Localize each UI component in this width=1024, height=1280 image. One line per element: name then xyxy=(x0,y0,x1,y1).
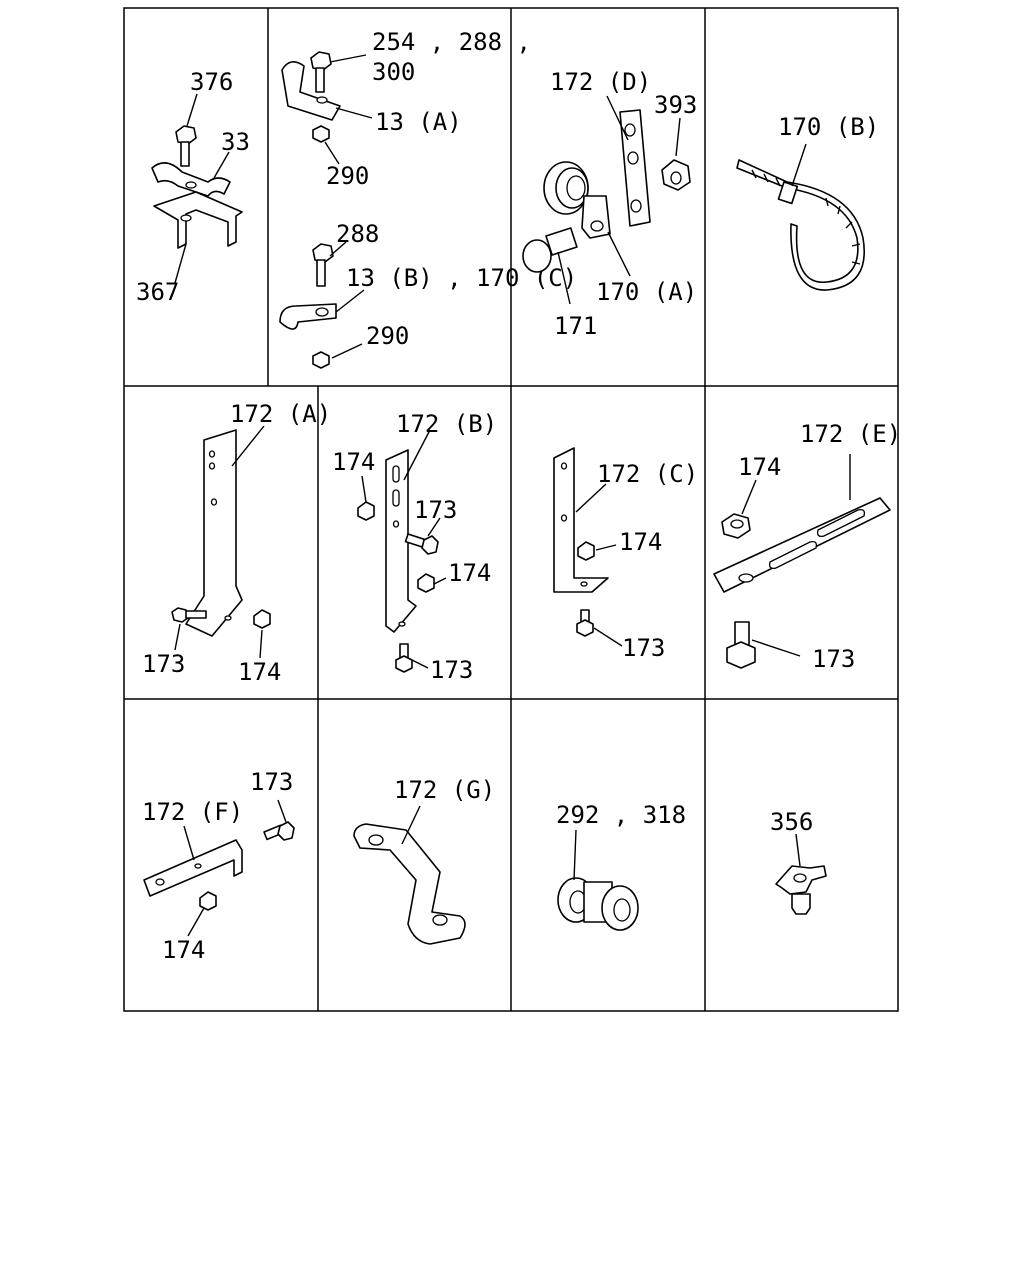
clamp-13b-drawing xyxy=(279,243,337,369)
label-173-p8: 173 xyxy=(812,645,855,673)
label-13a: 13 (A) xyxy=(375,108,462,136)
grid-frame xyxy=(123,7,899,1012)
label-173-p5: 173 xyxy=(142,650,185,678)
bolt-171-drawing xyxy=(522,227,578,273)
clip-292-318-drawing xyxy=(557,877,639,931)
label-172a: 172 (A) xyxy=(230,400,331,428)
label-33: 33 xyxy=(221,128,250,156)
panel-6: 172 (B) 174 173 174 173 xyxy=(332,410,497,684)
label-174-p8: 174 xyxy=(738,453,781,481)
bracket-172b-drawing xyxy=(385,449,417,633)
label-174-p7: 174 xyxy=(619,528,662,556)
label-300: 300 xyxy=(372,58,415,86)
bolt-173-p8 xyxy=(726,621,756,669)
panel-9: 173 172 (F) 174 xyxy=(142,768,295,964)
label-174-p9: 174 xyxy=(162,936,205,964)
nut-174-p7 xyxy=(577,541,595,561)
cable-tie-170b-drawing xyxy=(736,159,865,291)
label-290-top: 290 xyxy=(326,162,369,190)
label-356: 356 xyxy=(770,808,813,836)
nut-174-p9 xyxy=(199,891,217,911)
label-172d: 172 (D) xyxy=(550,68,651,96)
panel-3: 172 (D) 393 171 170 (A) xyxy=(522,68,697,340)
label-174-lower-p6: 174 xyxy=(448,559,491,587)
nut-174-lower-p6 xyxy=(417,573,435,593)
clamp-13a-drawing xyxy=(281,51,341,143)
label-171: 171 xyxy=(554,312,597,340)
label-170a: 170 (A) xyxy=(596,278,697,306)
label-172c: 172 (C) xyxy=(597,460,698,488)
panel-1: 376 33 367 xyxy=(136,68,250,306)
label-254-288: 254 , 288 , xyxy=(372,28,531,56)
label-173-p7: 173 xyxy=(622,634,665,662)
label-367: 367 xyxy=(136,278,179,306)
panel-5: 172 (A) 173 174 xyxy=(142,400,331,686)
bracket-172f-drawing xyxy=(143,839,243,897)
bracket-172a-drawing xyxy=(185,429,243,637)
nut-174-upper-p6 xyxy=(357,501,375,521)
nut-174-p5 xyxy=(253,609,271,629)
label-172f: 172 (F) xyxy=(142,798,243,826)
plate-172d-drawing xyxy=(619,109,651,227)
label-172g: 172 (G) xyxy=(394,776,495,804)
label-288: 288 xyxy=(336,220,379,248)
label-174-p5: 174 xyxy=(238,658,281,686)
label-172e: 172 (E) xyxy=(800,420,901,448)
label-290-bottom: 290 xyxy=(366,322,409,350)
nut-393-drawing xyxy=(661,159,691,191)
panel-12: 356 xyxy=(770,808,827,915)
panel-10: 172 (G) xyxy=(353,776,495,945)
label-172b: 172 (B) xyxy=(396,410,497,438)
label-173-lower-p6: 173 xyxy=(430,656,473,684)
bracket-367-drawing xyxy=(153,191,243,249)
grommet-170a-drawing xyxy=(543,161,611,239)
clip-356-drawing xyxy=(775,865,827,915)
bolt-173-lower-p6 xyxy=(395,643,413,673)
panel-8: 172 (E) 174 173 xyxy=(713,420,901,673)
label-292-318: 292 , 318 xyxy=(556,801,686,829)
panel-2: 254 , 288 , 300 13 (A) 290 288 13 (B) , … xyxy=(279,28,577,369)
bolt-173-p7 xyxy=(576,609,594,637)
label-174-upper-p6: 174 xyxy=(332,448,375,476)
panel-4: 170 (B) xyxy=(736,113,879,291)
panel-11: 292 , 318 xyxy=(556,801,686,931)
bracket-172c-drawing xyxy=(553,447,609,593)
label-393: 393 xyxy=(654,91,697,119)
bolt-173-p9 xyxy=(263,821,295,841)
label-173-p9: 173 xyxy=(250,768,293,796)
label-173-upper-p6: 173 xyxy=(414,496,457,524)
nut-174-p8 xyxy=(721,513,751,539)
panel-7: 172 (C) 174 173 xyxy=(553,447,698,662)
bolt-173-p5 xyxy=(171,607,207,623)
bolt-173-upper-p6 xyxy=(404,533,439,555)
clip-33-drawing xyxy=(151,162,231,197)
bolt-376-drawing xyxy=(175,125,197,167)
bracket-172g-drawing xyxy=(353,823,466,945)
label-376: 376 xyxy=(190,68,233,96)
plate-172e-drawing xyxy=(713,497,891,593)
label-170b: 170 (B) xyxy=(778,113,879,141)
